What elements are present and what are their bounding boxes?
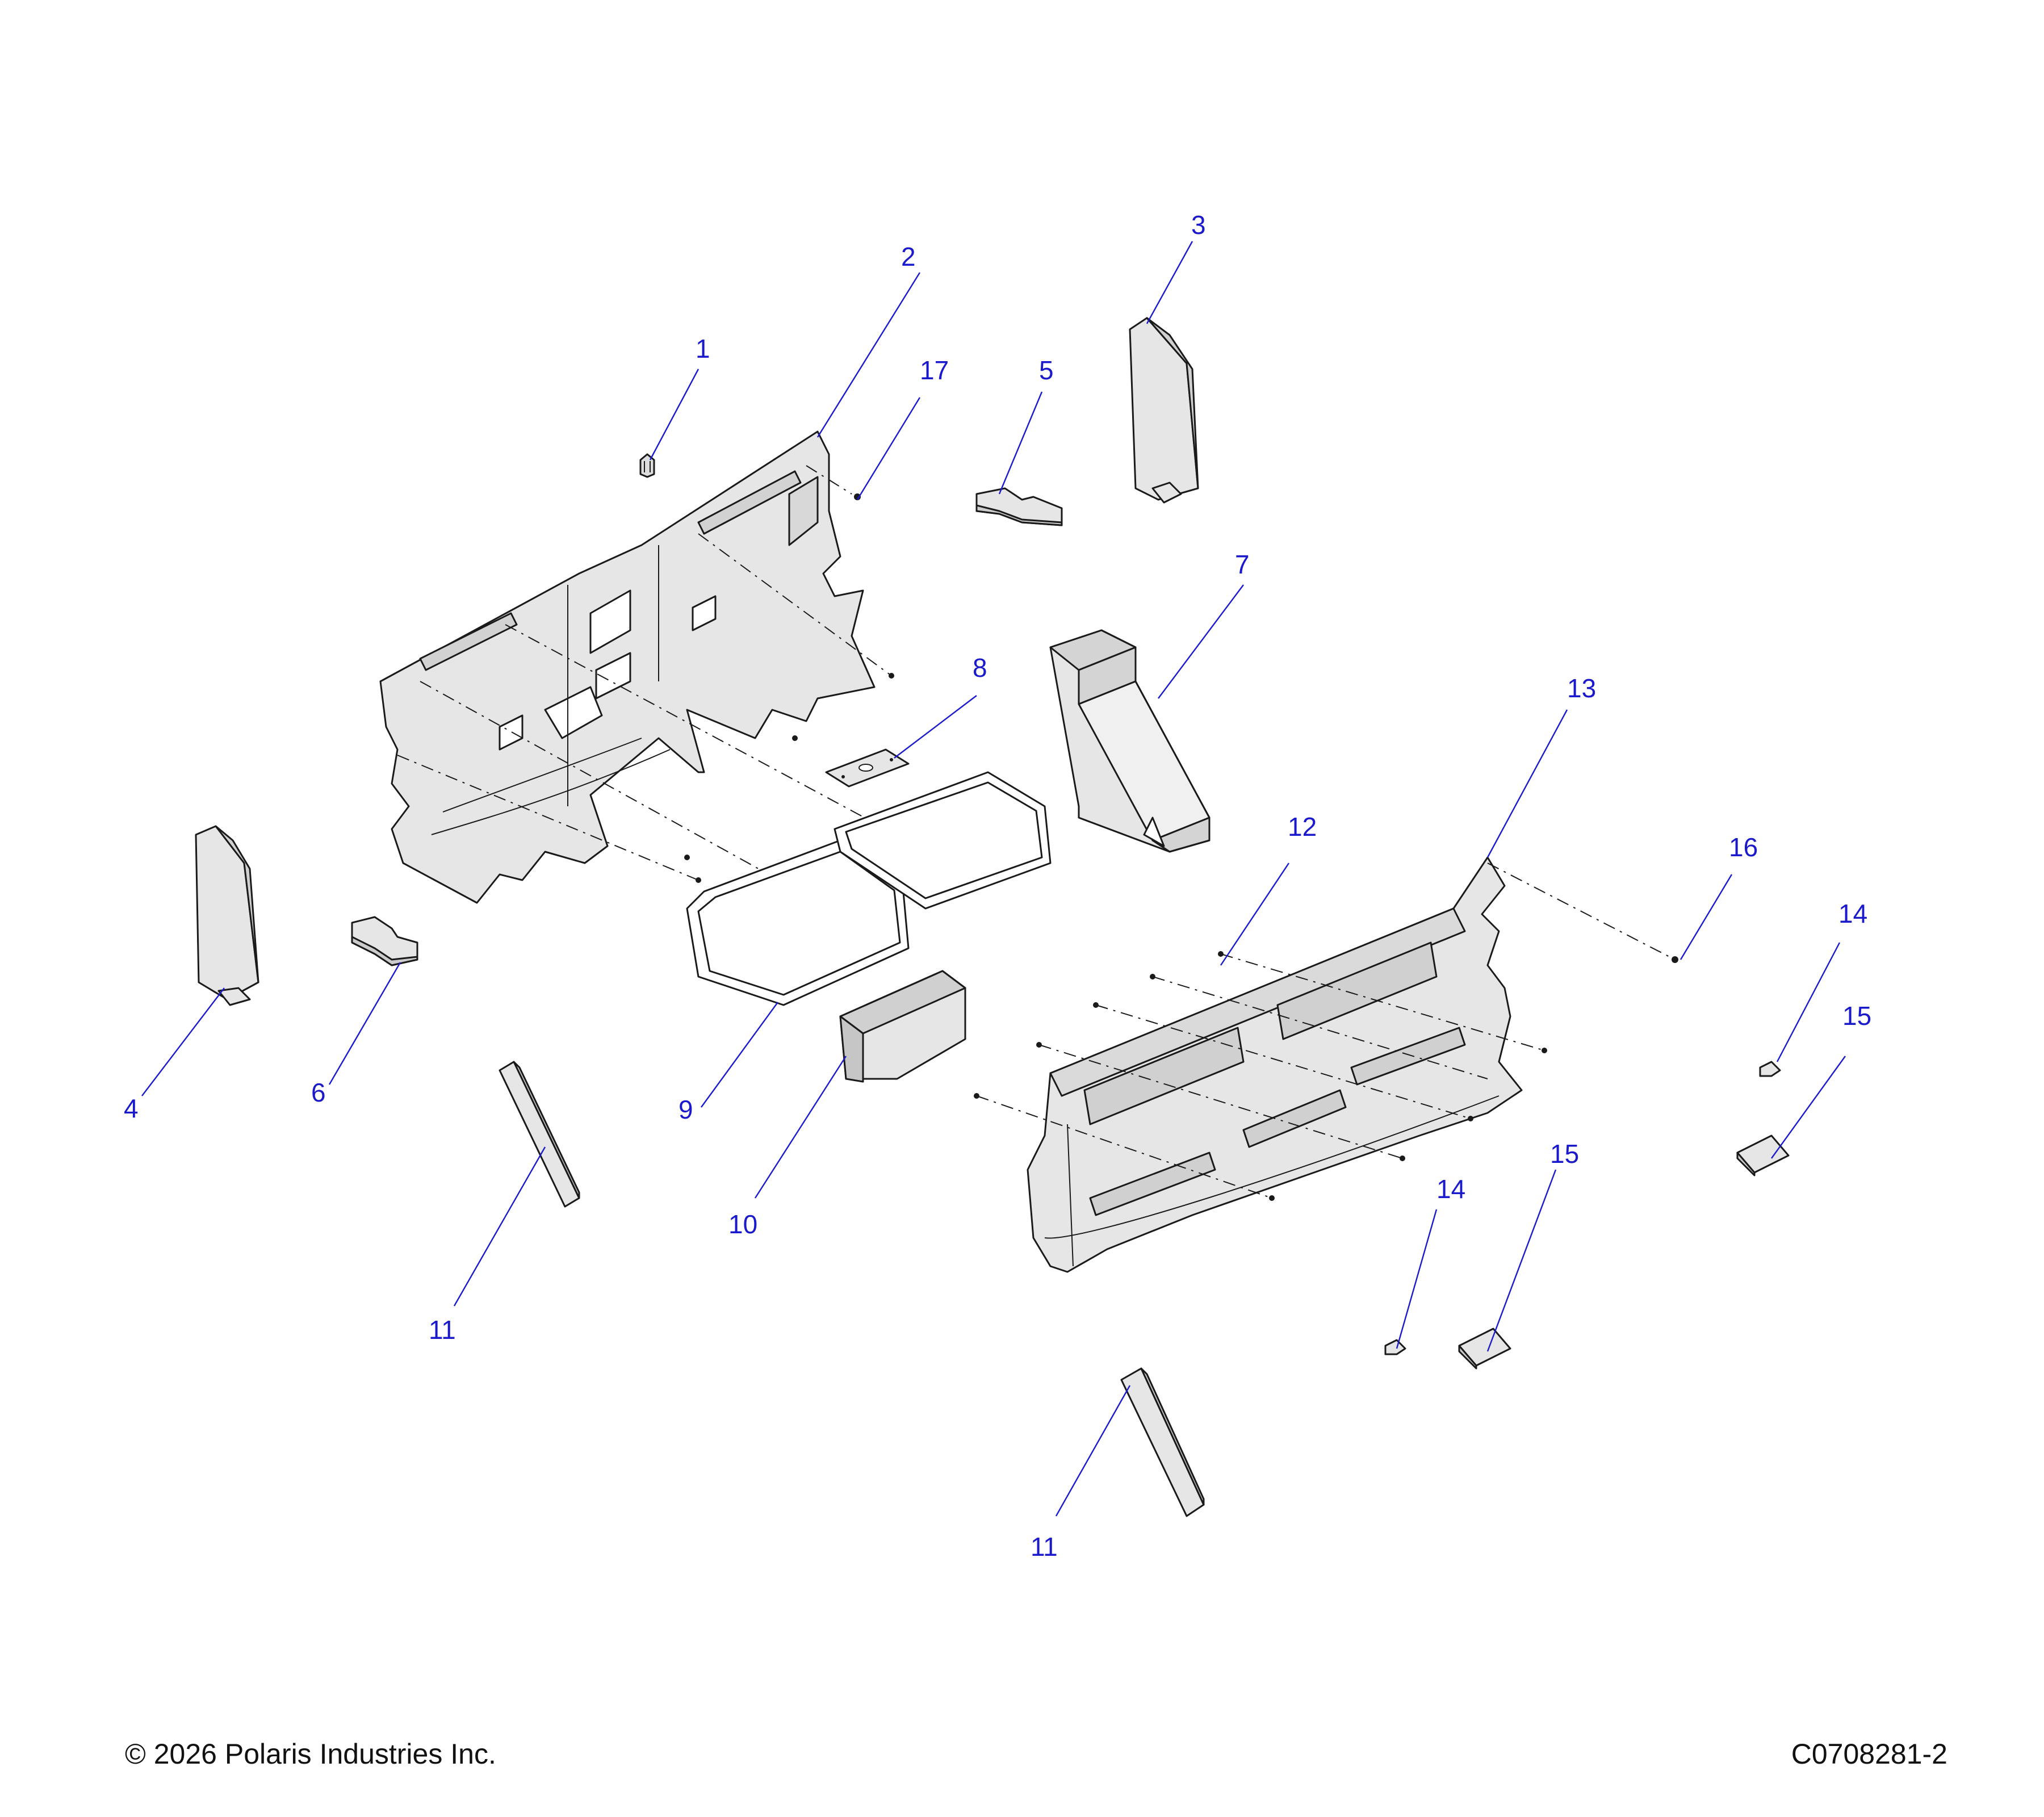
part-14-clip-bottom (1384, 1339, 1406, 1355)
part-4-foam-block (195, 825, 259, 1006)
callout-15-bottom: 15 (1550, 1139, 1579, 1169)
leader-6 (328, 962, 401, 1085)
part-9-gaskets (686, 771, 1052, 1006)
callout-15-right: 15 (1842, 1001, 1871, 1031)
callout-5: 5 (1039, 355, 1054, 385)
leader-12 (1220, 863, 1289, 966)
part-5-foam-pad (975, 487, 1063, 526)
part-7-wedge-foam (1049, 629, 1211, 853)
callout-leaders (141, 241, 1846, 1517)
callout-14-right: 14 (1838, 899, 1867, 928)
leader-11-left (453, 1146, 546, 1307)
leader-8 (894, 695, 977, 759)
callout-4: 4 (124, 1094, 139, 1123)
leader-15-right (1771, 1056, 1846, 1159)
callout-10: 10 (728, 1209, 757, 1239)
leader-4 (141, 987, 225, 1096)
callout-6: 6 (311, 1078, 326, 1107)
callout-13: 13 (1567, 673, 1596, 703)
callout-8: 8 (973, 653, 987, 683)
leader-14-bottom (1396, 1209, 1438, 1349)
callout-3: 3 (1191, 210, 1206, 240)
callout-11-left: 11 (429, 1315, 456, 1345)
leader-9 (701, 1002, 778, 1108)
leader-16 (1679, 874, 1733, 960)
callout-2: 2 (901, 242, 916, 271)
leader-15-bottom (1486, 1169, 1557, 1352)
part-11-foam-strip-right (1120, 1367, 1205, 1517)
callout-16: 16 (1729, 832, 1758, 862)
part-8-plate (825, 748, 910, 788)
leader-1 (649, 369, 700, 460)
callout-7: 7 (1235, 550, 1250, 579)
part-13-rear-panel (1027, 856, 1523, 1273)
callout-1: 1 (696, 334, 710, 363)
leader-3 (1146, 241, 1193, 324)
callout-17: 17 (920, 355, 949, 385)
leader-7 (1158, 584, 1244, 699)
callout-11-right: 11 (1031, 1532, 1058, 1561)
part-6-foam-pad (351, 916, 418, 966)
part-15-pad-right (1736, 1134, 1790, 1177)
leader-5 (998, 391, 1043, 495)
figure-id-label: C0708281-2 (1791, 1738, 1947, 1770)
leader-2 (816, 272, 921, 438)
part-3-foam-block (1129, 317, 1199, 504)
copyright-notice: © 2026 Polaris Industries Inc. (125, 1738, 496, 1770)
part-14-clip-right (1759, 1061, 1781, 1077)
part-11-foam-strip-left (499, 1061, 580, 1208)
callout-12: 12 (1288, 812, 1317, 841)
part-2-front-panel (379, 430, 876, 904)
part-15-pad-bottom (1458, 1328, 1511, 1370)
leader-11-right (1055, 1385, 1131, 1517)
callout-labels: 1 2 3 4 5 6 7 8 9 10 11 11 12 13 14 14 1… (124, 210, 1871, 1561)
leader-14-right (1776, 942, 1841, 1062)
callout-9: 9 (678, 1095, 693, 1124)
callout-14-bottom: 14 (1436, 1174, 1465, 1204)
leader-17 (856, 397, 921, 500)
part-10-foam-block (839, 970, 966, 1083)
leader-13 (1486, 709, 1568, 858)
leader-10 (754, 1056, 847, 1199)
part-13-fastener-lines (974, 863, 1678, 1201)
